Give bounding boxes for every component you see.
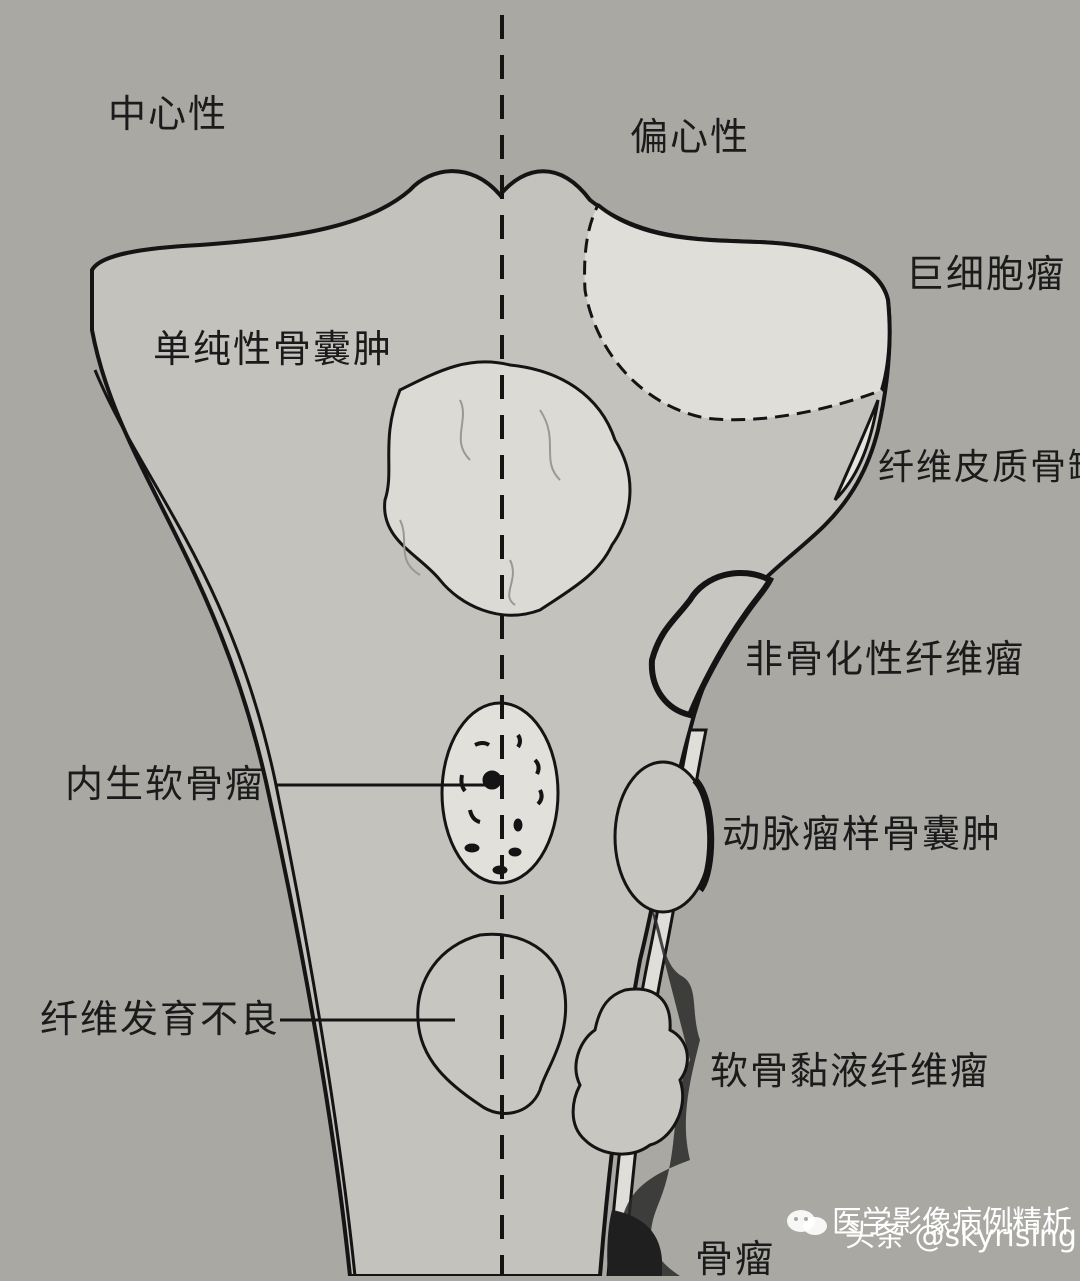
- label-chondromyxoid-fibroma: 软骨黏液纤维瘤: [710, 1049, 991, 1093]
- osteochondroma-lesion: [607, 1210, 662, 1276]
- label-eccentric: 偏心性: [630, 115, 751, 159]
- label-giant-cell-tumor: 巨细胞瘤: [906, 252, 1067, 296]
- soft-tissue-shadow: [615, 905, 700, 1276]
- watermark-author: 头条 @skyrising: [845, 1219, 1077, 1254]
- wechat-icon: [787, 1210, 827, 1235]
- label-aneurysmal-bone-cyst: 动脉瘤样骨囊肿: [722, 812, 1003, 856]
- label-non-ossifying-fibroma: 非骨化性纤维瘤: [745, 637, 1026, 681]
- watermark-channel: 医学影像病例精析: [832, 1205, 1072, 1240]
- chondromyxoid-fibroma-lesion: [571, 987, 689, 1156]
- simple-bone-cyst-lesion: [383, 360, 632, 617]
- fibrous-dysplasia-lesion: [416, 932, 568, 1115]
- label-fibrous-cortical-defect: 纤维皮质骨缺: [878, 447, 1080, 488]
- label-osteochondroma: 骨瘤: [695, 1237, 776, 1281]
- label-central: 中心性: [108, 92, 229, 136]
- label-fibrous-dysplasia: 纤维发育不良: [40, 997, 281, 1041]
- fibrous-cortical-defect-lesion: [833, 399, 880, 502]
- label-enchondroma: 内生软骨瘤: [65, 762, 266, 806]
- left-cortex-inner-line: [93, 369, 357, 1276]
- label-simple-bone-cyst: 单纯性骨囊肿: [153, 327, 394, 371]
- non-ossifying-fibroma-lesion: [648, 569, 775, 719]
